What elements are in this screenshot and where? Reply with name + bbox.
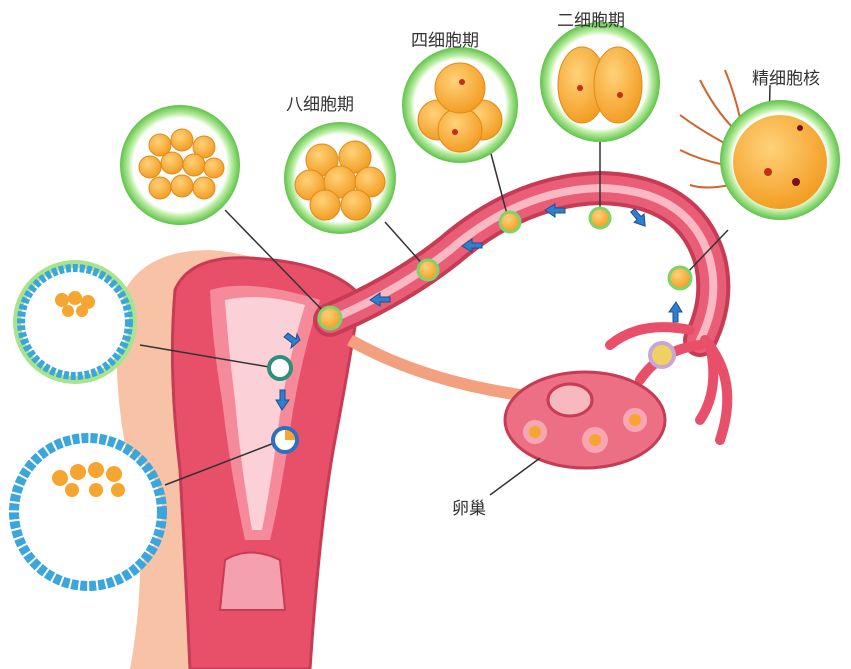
morula-circle bbox=[120, 105, 240, 225]
embryo-markers bbox=[267, 206, 693, 454]
early-blastocyst-circle bbox=[13, 260, 137, 384]
label-ovary: 卵巢 bbox=[452, 499, 486, 519]
eight-cell-circle bbox=[284, 122, 396, 234]
two-cell-circle bbox=[540, 22, 660, 142]
uterus bbox=[170, 256, 362, 669]
direction-arrows bbox=[275, 203, 683, 411]
ovary bbox=[503, 370, 667, 470]
ovarian-ligament bbox=[347, 334, 521, 401]
label-sperm-nucleus: 精细胞核 bbox=[752, 69, 820, 89]
label-two-cell-stage: 二细胞期 bbox=[557, 11, 625, 31]
four-cell-circle bbox=[402, 47, 518, 163]
label-four-cell-stage: 四细胞期 bbox=[411, 31, 479, 51]
label-eight-cell-stage: 八细胞期 bbox=[286, 95, 354, 115]
blastocyst-circle bbox=[9, 433, 167, 591]
fertilized-egg-circle bbox=[679, 69, 840, 220]
